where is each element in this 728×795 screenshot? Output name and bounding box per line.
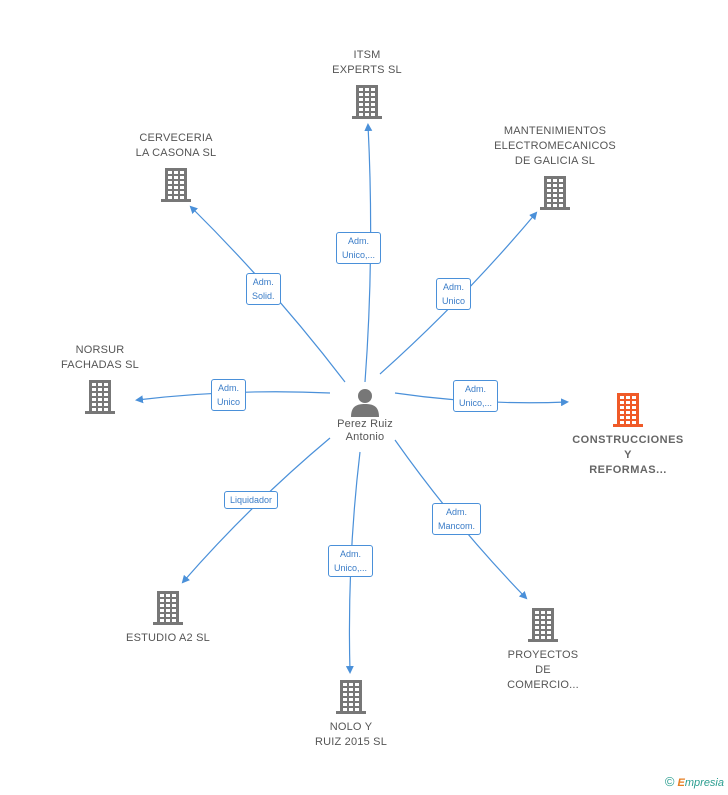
company-name: PROYECTOS DE COMERCIO... bbox=[507, 649, 579, 691]
building-icon bbox=[613, 393, 643, 427]
company-name: CERVECERIA LA CASONA SL bbox=[135, 132, 217, 159]
company-node-estudio[interactable]: ESTUDIO A2 SL bbox=[78, 590, 258, 646]
company-node-norsur[interactable]: NORSUR FACHADAS SL bbox=[10, 343, 190, 415]
building-icon bbox=[528, 608, 558, 642]
edge-label-cerveceria[interactable]: Adm. Solid. bbox=[246, 273, 281, 305]
building-icon bbox=[85, 380, 115, 414]
company-node-cerveceria[interactable]: CERVECERIA LA CASONA SL bbox=[86, 131, 266, 203]
center-person[interactable]: Perez Ruiz Antonio bbox=[315, 386, 415, 444]
edge-label-itsm[interactable]: Adm. Unico,... bbox=[336, 232, 382, 264]
company-node-construcciones[interactable]: CONSTRUCCIONES Y REFORMAS... bbox=[538, 392, 718, 478]
brand-initial: E bbox=[677, 777, 685, 789]
person-icon bbox=[351, 389, 379, 417]
company-node-proyectos[interactable]: PROYECTOS DE COMERCIO... bbox=[453, 607, 633, 693]
building-icon bbox=[153, 591, 183, 625]
building-icon bbox=[161, 168, 191, 202]
edge-label-construcciones[interactable]: Adm. Unico,... bbox=[453, 380, 499, 412]
copyright-symbol: © bbox=[664, 774, 675, 789]
edge-label-proyectos[interactable]: Adm. Mancom. bbox=[432, 503, 482, 535]
company-name: ESTUDIO A2 SL bbox=[126, 632, 210, 644]
edge-label-estudio[interactable]: Liquidador bbox=[224, 491, 279, 509]
company-node-itsm[interactable]: ITSM EXPERTS SL bbox=[277, 48, 457, 120]
footer-brand: © Empresia bbox=[665, 774, 724, 789]
company-name: NORSUR FACHADAS SL bbox=[60, 344, 139, 371]
company-name: ITSM EXPERTS SL bbox=[332, 49, 402, 76]
building-icon bbox=[352, 85, 382, 119]
edge-label-nolo[interactable]: Adm. Unico,... bbox=[328, 545, 374, 577]
person-name: Perez Ruiz Antonio bbox=[337, 418, 393, 443]
company-node-mantenimientos[interactable]: MANTENIMIENTOS ELECTROMECANICOS DE GALIC… bbox=[465, 124, 645, 211]
company-node-nolo[interactable]: NOLO Y RUIZ 2015 SL bbox=[261, 679, 441, 750]
brand-name: mpresia bbox=[684, 777, 724, 789]
edge-label-mantenimientos[interactable]: Adm. Unico bbox=[436, 278, 472, 310]
building-icon bbox=[336, 680, 366, 714]
company-name: MANTENIMIENTOS ELECTROMECANICOS DE GALIC… bbox=[494, 125, 616, 167]
edge-estudio bbox=[181, 437, 331, 584]
company-name: CONSTRUCCIONES Y REFORMAS... bbox=[572, 434, 684, 476]
edge-label-norsur[interactable]: Adm. Unico bbox=[211, 379, 247, 411]
company-name: NOLO Y RUIZ 2015 SL bbox=[314, 721, 388, 748]
building-icon bbox=[540, 176, 570, 210]
